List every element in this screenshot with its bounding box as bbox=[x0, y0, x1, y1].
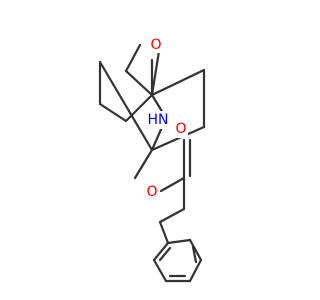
bond bbox=[150, 43, 162, 97]
atom-labels: O HN O O bbox=[145, 35, 188, 201]
bond-lines bbox=[98, 43, 206, 283]
bond bbox=[158, 246, 172, 262]
bond bbox=[124, 43, 142, 73]
bond bbox=[124, 93, 154, 123]
bond bbox=[158, 207, 186, 224]
bond bbox=[98, 102, 128, 123]
bond bbox=[152, 241, 170, 262]
bond bbox=[133, 148, 154, 180]
molecule-structure: O HN O O bbox=[98, 35, 206, 283]
bond bbox=[150, 68, 206, 97]
bond bbox=[188, 238, 203, 262]
bond bbox=[152, 258, 168, 283]
bond bbox=[166, 238, 192, 245]
bond bbox=[150, 125, 206, 152]
amine-label: HN bbox=[148, 112, 169, 128]
bond bbox=[191, 245, 198, 264]
bond bbox=[159, 176, 186, 193]
bond bbox=[188, 258, 203, 283]
bond bbox=[98, 60, 154, 152]
carbonyl-oxygen-label: O bbox=[175, 121, 186, 137]
bond bbox=[158, 220, 170, 245]
bond bbox=[124, 69, 154, 97]
ether-oxygen-label: O bbox=[150, 37, 161, 53]
ester-oxygen-label: O bbox=[146, 184, 157, 200]
